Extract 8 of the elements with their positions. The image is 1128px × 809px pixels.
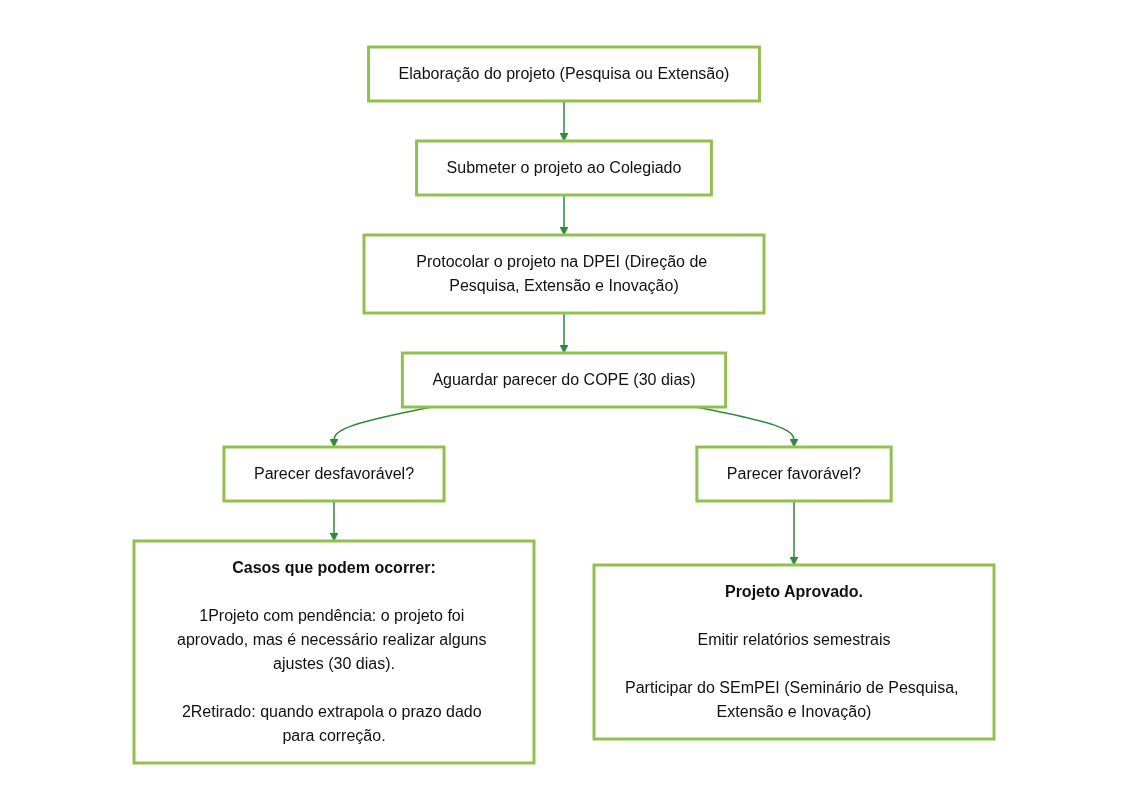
node-box: Casos que podem ocorrer: 1Projeto com pendência: o projeto foi aprovado, mas é necessário realizar alguns ajustes (30 dias). 2Retirado: quando extrapola o prazo dado para correção.: [132, 539, 536, 764]
node-box: Elaboração do projeto (Pesquisa ou Extensão): [367, 45, 761, 102]
node-box: Projeto Aprovado. Emitir relatórios semestrais Participar do SEmPEI (Seminário de Pesquisa, Extensão e Inovação): [592, 563, 996, 740]
node-box: Parecer desfavorável?: [222, 445, 446, 502]
node-box: Protocolar o projeto na DPEI (Direção de Pesquisa, Extensão e Inovação): [362, 233, 766, 314]
node-box: Submeter o projeto ao Colegiado: [415, 139, 713, 196]
node-box: Aguardar parecer do COPE (30 dias): [400, 351, 728, 408]
node-box: Parecer favorável?: [695, 445, 893, 502]
